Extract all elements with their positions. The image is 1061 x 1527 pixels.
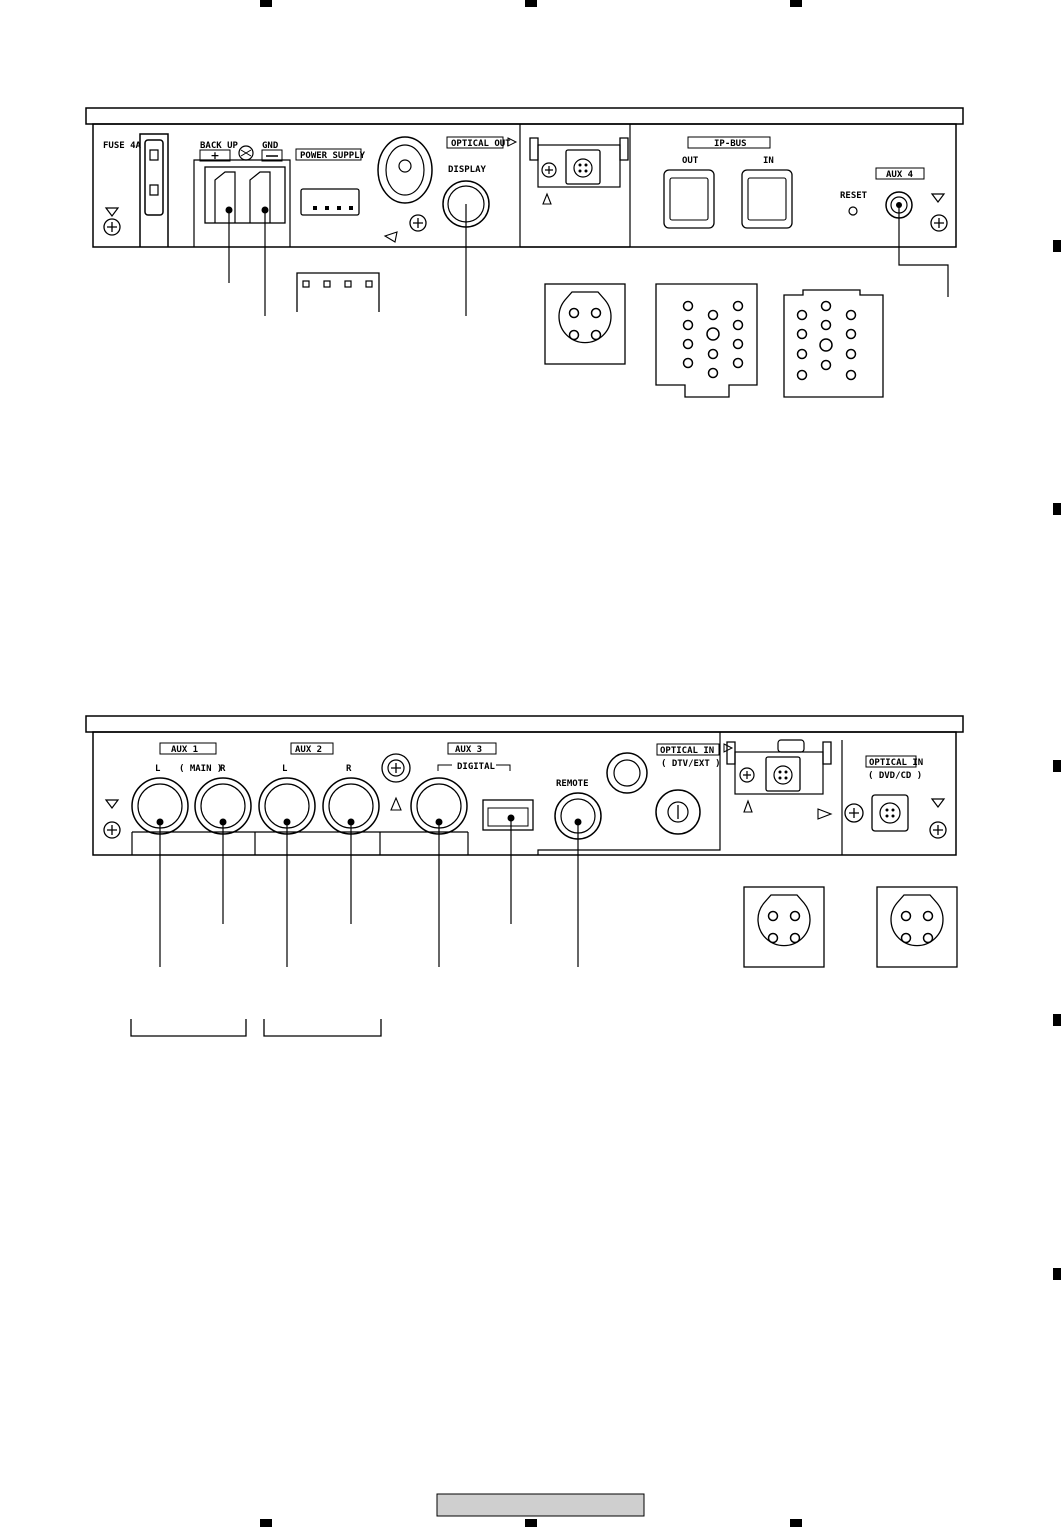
top-panel: FUSE 4A BACK UP + GND POWER SUPPLY <box>85 107 964 398</box>
screw-icon <box>929 821 947 839</box>
aux1-label: AUX 1 <box>171 745 198 755</box>
triangle-marker-icon <box>930 798 946 808</box>
aux2-r-label: R <box>346 764 352 774</box>
screw-icon <box>103 218 121 236</box>
ipbus-out-pin-detail <box>655 283 758 398</box>
screw-icon <box>844 803 864 823</box>
aux2-l-label: L <box>282 764 288 774</box>
power-connector-detail <box>296 272 380 312</box>
triangle-marker-icon <box>104 207 120 217</box>
oval-knob <box>377 136 433 243</box>
footer-page-box <box>436 1493 645 1517</box>
registration-marks <box>260 0 1061 1527</box>
optical-out-pin-detail <box>544 283 626 365</box>
triangle-marker-icon <box>930 193 946 203</box>
triangle-marker-icon <box>104 799 120 809</box>
digital-label: DIGITAL <box>457 762 496 772</box>
backup-label: BACK UP <box>200 141 239 151</box>
gnd-label: GND <box>262 141 279 151</box>
ipbus-in-pin-detail <box>783 289 884 398</box>
ground-screw-icon <box>238 145 254 161</box>
aux3-label: AUX 3 <box>455 745 482 755</box>
triangle-right-icon <box>507 137 518 147</box>
ipbus-in-connector <box>741 169 793 229</box>
optical-out-label: OPTICAL OUT <box>451 139 511 149</box>
screw-icon <box>930 214 948 232</box>
aux4-label: AUX 4 <box>886 170 914 180</box>
power-terminal-block <box>204 166 286 224</box>
display-label: DISPLAY <box>448 165 487 175</box>
power-supply-connector <box>300 188 360 216</box>
optical-in-dvd-jack <box>871 794 909 832</box>
ipbus-out-connector <box>663 169 715 229</box>
ipbus-out-label: OUT <box>682 156 699 166</box>
remote-label: REMOTE <box>556 779 589 789</box>
bottom-panel: AUX 1 AUX 2 AUX 3 L ( MAIN ) R L R DIGIT… <box>85 715 964 1037</box>
reset-label: RESET <box>840 191 868 201</box>
optical-in-dvd-sub: ( DVD/CD ) <box>868 771 922 781</box>
ipbus-in-label: IN <box>763 156 774 166</box>
optical-in-dvd-label: OPTICAL IN <box>869 758 923 768</box>
reset-button-icon <box>848 206 858 216</box>
screw-icon <box>381 753 411 811</box>
optical-in-dtv-sub: ( DTV/EXT ) <box>661 759 721 769</box>
main-label: ( MAIN ) <box>179 764 222 774</box>
aux2-label: AUX 2 <box>295 745 322 755</box>
optical-in-dtv-pin-detail <box>743 886 825 968</box>
optical-in-dvd-pin-detail <box>876 886 958 968</box>
aux1-l-label: L <box>155 764 161 774</box>
optical-in-dtv-jack <box>726 739 833 820</box>
fuse-label: FUSE 4A <box>103 141 142 151</box>
power-supply-label: POWER SUPPLY <box>300 151 366 161</box>
trim-knob <box>655 789 701 835</box>
optical-out-jack <box>529 137 629 205</box>
screw-icon <box>103 821 121 839</box>
aux1-r-label: R <box>220 764 226 774</box>
optical-indicator <box>606 752 648 794</box>
digital-port <box>482 799 534 831</box>
plus-icon: + <box>210 149 219 162</box>
ipbus-label: IP-BUS <box>714 139 747 149</box>
optical-in-dtv-label: OPTICAL IN <box>660 746 714 756</box>
fuse-holder <box>144 139 164 216</box>
